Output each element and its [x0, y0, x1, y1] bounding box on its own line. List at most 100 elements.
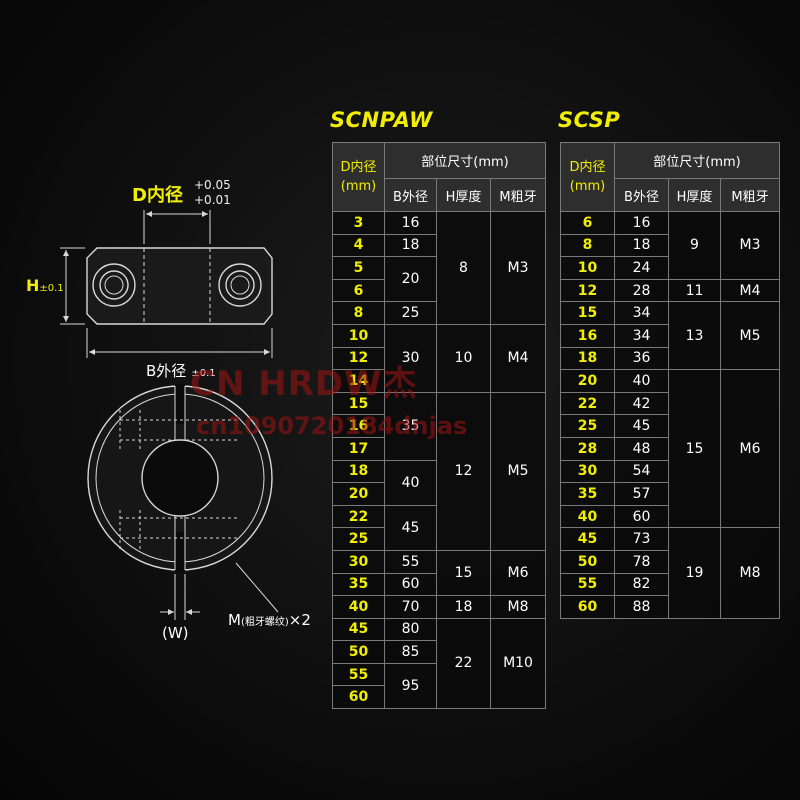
- table-cell-b: 40: [384, 459, 437, 506]
- table-cell-d: 35: [332, 572, 385, 597]
- table-cell-b: 60: [614, 504, 669, 529]
- table-cell-h: 9: [668, 211, 721, 280]
- table-cell-b: 16: [614, 211, 669, 235]
- table-cell-m: M3: [719, 211, 781, 280]
- table-cell-m: M10: [489, 617, 547, 710]
- table-cell-d: 25: [332, 527, 385, 551]
- table-cell-d: 6: [332, 278, 385, 303]
- table-cell-b: 24: [614, 256, 669, 280]
- scnpaw-head-m: M粗牙: [489, 178, 547, 212]
- table-cell-d: 55: [560, 572, 615, 597]
- m-thread-label: M(粗牙螺纹)×2: [228, 610, 311, 629]
- table-cell-d: 18: [332, 459, 385, 484]
- table-cell-d: 12: [332, 346, 385, 371]
- table-cell-m: M4: [719, 278, 781, 303]
- table-cell-h: 15: [436, 549, 491, 597]
- scsp-head-group: 部位尺寸(mm): [613, 142, 781, 179]
- table-cell-d: 20: [560, 369, 615, 393]
- table-cell-d: 45: [560, 527, 615, 551]
- table-cell-d: 50: [332, 640, 385, 664]
- table-cell-d: 50: [560, 549, 615, 574]
- table-cell-d: 28: [560, 436, 615, 461]
- table-cell-d: 3: [332, 211, 385, 235]
- table-cell-b: 60: [384, 572, 437, 597]
- table-cell-h: 12: [436, 391, 491, 551]
- table-cell-d: 14: [332, 369, 385, 393]
- table-cell-b: 54: [614, 459, 669, 484]
- table-cell-m: M8: [489, 595, 547, 619]
- table-cell-d: 10: [560, 256, 615, 280]
- table-cell-d: 22: [560, 391, 615, 416]
- table-cell-m: M5: [489, 391, 547, 551]
- table-cell-d: 4: [332, 233, 385, 258]
- side-view: [60, 210, 273, 358]
- table-cell-b: 18: [614, 233, 669, 258]
- table-cell-h: 11: [668, 278, 721, 303]
- table-cell-b: 20: [384, 256, 437, 303]
- table-cell-d: 15: [332, 391, 385, 416]
- table-cell-m: M8: [719, 527, 781, 619]
- table-cell-d: 16: [332, 414, 385, 438]
- table-cell-d: 40: [332, 595, 385, 619]
- table-cell-b: 95: [384, 662, 437, 710]
- h-letter: H: [26, 276, 40, 295]
- m-letter: M: [228, 611, 241, 629]
- table-cell-h: 22: [436, 617, 491, 710]
- scsp-head-h: H厚度: [668, 178, 721, 212]
- table-cell-d: 5: [332, 256, 385, 280]
- d-tolerance-minus: +0.01: [194, 193, 231, 207]
- table-cell-b: 16: [384, 211, 437, 235]
- table-cell-b: 78: [614, 549, 669, 574]
- table-cell-b: 57: [614, 482, 669, 506]
- table-cell-d: 12: [560, 278, 615, 303]
- table-cell-h: 13: [668, 301, 721, 371]
- table-cell-b: 36: [614, 346, 669, 371]
- h-tolerance: ±0.1: [39, 283, 64, 294]
- table-cell-d: 6: [560, 211, 615, 235]
- scsp-head-b: B外径: [614, 178, 669, 212]
- m-thread-note: (粗牙螺纹): [240, 617, 289, 628]
- table-cell-d: 40: [560, 504, 615, 529]
- m-count: ×2: [288, 611, 311, 629]
- table-cell-d: 8: [560, 233, 615, 258]
- table-cell-h: 15: [668, 369, 721, 529]
- table-cell-b: 55: [384, 549, 437, 574]
- table-cell-d: 30: [560, 459, 615, 484]
- scnpaw-head-h: H厚度: [436, 178, 491, 212]
- table-cell-d: 35: [560, 482, 615, 506]
- scsp-title: SCSP: [558, 108, 621, 132]
- table-cell-b: 73: [614, 527, 669, 551]
- table-cell-h: 18: [436, 595, 491, 619]
- table-cell-d: 20: [332, 482, 385, 506]
- table-cell-b: 82: [614, 572, 669, 597]
- table-cell-b: 25: [384, 301, 437, 325]
- scnpaw-head-d: D内径(mm): [332, 142, 385, 212]
- table-cell-d: 60: [560, 595, 615, 619]
- table-cell-b: 80: [384, 617, 437, 642]
- d-inner-label: D内径: [132, 185, 183, 206]
- table-cell-d: 16: [560, 323, 615, 348]
- table-cell-d: 15: [560, 301, 615, 325]
- collar-diagram: [60, 210, 279, 620]
- table-cell-h: 19: [668, 527, 721, 619]
- table-cell-b: 88: [614, 595, 669, 619]
- table-cell-m: M3: [489, 211, 547, 325]
- table-cell-b: 34: [614, 323, 669, 348]
- table-cell-m: M5: [719, 301, 781, 371]
- b-outer-label: B外径 ±0.1: [146, 360, 216, 381]
- table-cell-d: 30: [332, 549, 385, 574]
- table-cell-b: 18: [384, 233, 437, 258]
- table-cell-d: 25: [560, 414, 615, 438]
- table-cell-b: 40: [614, 369, 669, 393]
- table-cell-h: 8: [436, 211, 491, 325]
- table-cell-h: 10: [436, 323, 491, 393]
- table-cell-b: 48: [614, 436, 669, 461]
- table-cell-m: M4: [489, 323, 547, 393]
- scsp-head-d: D内径(mm): [560, 142, 615, 212]
- table-cell-d: 18: [560, 346, 615, 371]
- table-cell-b: 45: [384, 504, 437, 551]
- table-cell-d: 8: [332, 301, 385, 325]
- table-cell-b: 28: [614, 278, 669, 303]
